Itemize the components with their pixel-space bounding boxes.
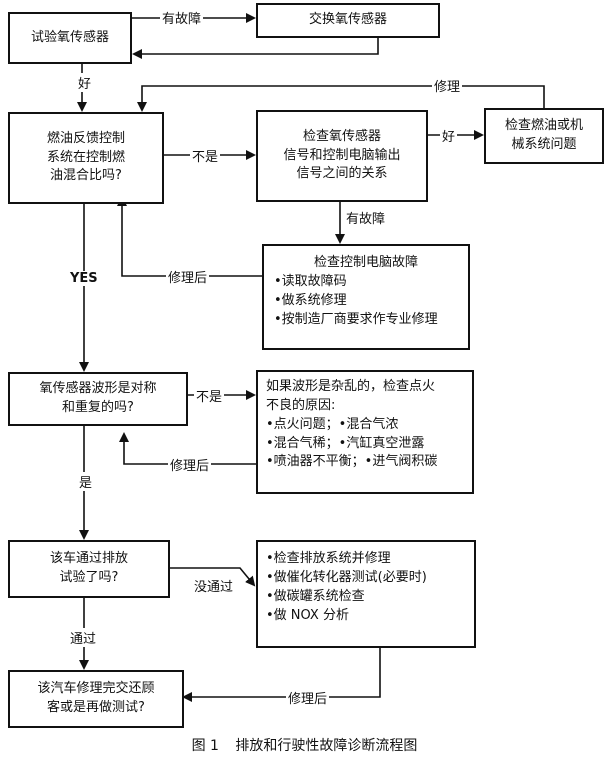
node-fuel-feedback-line: 系统在控制燃 xyxy=(46,149,125,165)
node-final: 该汽车修理完交还顾 客或是再做测试? xyxy=(8,670,184,728)
label-repair-top: 修理 xyxy=(432,76,463,95)
node-check-sensor-line: 信号和控制电脑输出 xyxy=(283,147,401,163)
label-not-1: 不是 xyxy=(190,146,221,165)
node-chaotic-wave-line: •混合气稀；•汽缸真空泄露 xyxy=(266,435,425,451)
edge-repair-top xyxy=(137,85,545,112)
node-emission-test-line: 该车通过排放 xyxy=(49,551,128,567)
node-check-ecu-item: •按制造厂商要求作专业修理 xyxy=(274,311,438,327)
node-test-sensor-text: 试验氧传感器 xyxy=(30,29,109,45)
node-check-ecu: 检查控制电脑故障 •读取故障码 •做系统修理 •按制造厂商要求作专业修理 xyxy=(262,244,470,350)
edge-after-repair-2 xyxy=(119,432,260,465)
label-after-repair-1: 修理后 xyxy=(166,267,210,286)
node-check-ecu-title: 检查控制电脑故障 xyxy=(313,255,418,270)
node-waveform: 氧传感器波形是对称 和重复的吗? xyxy=(8,372,188,426)
figure-title: 排放和行驶性故障诊断流程图 xyxy=(235,738,418,754)
node-check-ecu-item: •做系统修理 xyxy=(274,292,347,308)
node-replace-sensor: 交换氧传感器 xyxy=(256,3,440,38)
label-after-repair-2: 修理后 xyxy=(168,455,212,474)
edge-after-repair-1 xyxy=(117,196,262,277)
figure-number: 图 1 xyxy=(191,738,219,754)
node-chaotic-wave-line: 不良的原因: xyxy=(266,397,336,413)
node-emission-test-line: 试验了吗? xyxy=(59,570,119,585)
node-emission-fix-item: •做催化转化器测试(必要时) xyxy=(266,569,427,585)
node-waveform-line: 氧传感器波形是对称 xyxy=(39,381,157,397)
node-check-sensor-line: 检查氧传感器 xyxy=(302,128,381,144)
node-emission-fix: •检查排放系统并修理 •做催化转化器测试(必要时) •做碳罐系统检查 •做 NO… xyxy=(256,540,476,648)
node-chaotic-wave: 如果波形是杂乱的，检查点火 不良的原因: •点火问题；•混合气浓 •混合气稀；•… xyxy=(256,370,474,494)
node-replace-sensor-text: 交换氧传感器 xyxy=(308,12,387,28)
node-check-sensor-line: 信号之间的关系 xyxy=(296,166,388,182)
edge-replace-return xyxy=(132,38,379,59)
node-check-fuel-mech-line: 械系统问题 xyxy=(511,137,577,152)
node-fuel-feedback-line: 油混合比吗? xyxy=(50,168,122,184)
node-final-line: 客或是再做测试? xyxy=(47,700,145,715)
node-emission-test: 该车通过排放 试验了吗? xyxy=(8,540,170,598)
figure-caption: 图 1 排放和行驶性故障诊断流程图 xyxy=(0,735,609,755)
label-shi: 是 xyxy=(77,472,95,491)
node-emission-fix-item: •做 NOX 分析 xyxy=(266,607,349,623)
label-after-repair-3: 修理后 xyxy=(286,688,330,707)
node-final-line: 该汽车修理完交还顾 xyxy=(37,681,155,697)
label-faulty-2: 有故障 xyxy=(344,208,388,227)
node-check-ecu-item: •读取故障码 xyxy=(274,273,347,289)
label-yes: YES xyxy=(68,271,100,286)
node-test-sensor: 试验氧传感器 xyxy=(8,12,132,64)
node-waveform-line: 和重复的吗? xyxy=(62,400,134,415)
label-not-passed: 没通过 xyxy=(192,576,236,595)
node-check-fuel-mech: 检查燃油或机 械系统问题 xyxy=(484,108,604,164)
label-passed: 通过 xyxy=(68,628,99,647)
label-good-2: 好 xyxy=(440,126,458,145)
node-fuel-feedback-line: 燃油反馈控制 xyxy=(46,130,125,146)
node-emission-fix-item: •检查排放系统并修理 xyxy=(266,551,391,566)
node-emission-fix-item: •做碳罐系统检查 xyxy=(266,588,365,604)
node-fuel-feedback: 燃油反馈控制 系统在控制燃 油混合比吗? xyxy=(8,112,164,204)
node-chaotic-wave-line: •喷油器不平衡；•进气阀积碳 xyxy=(266,454,438,470)
node-check-sensor: 检查氧传感器 信号和控制电脑输出 信号之间的关系 xyxy=(256,110,428,202)
label-good-1: 好 xyxy=(76,73,94,92)
edge-not-passed xyxy=(170,567,256,587)
node-check-fuel-mech-line: 检查燃油或机 xyxy=(504,118,583,134)
node-chaotic-wave-line: 如果波形是杂乱的，检查点火 xyxy=(266,379,436,394)
node-chaotic-wave-line: •点火问题；•混合气浓 xyxy=(266,416,399,432)
edge-after-repair-3 xyxy=(182,648,381,702)
label-not-2: 不是 xyxy=(194,386,225,405)
label-faulty-top: 有故障 xyxy=(160,8,204,27)
